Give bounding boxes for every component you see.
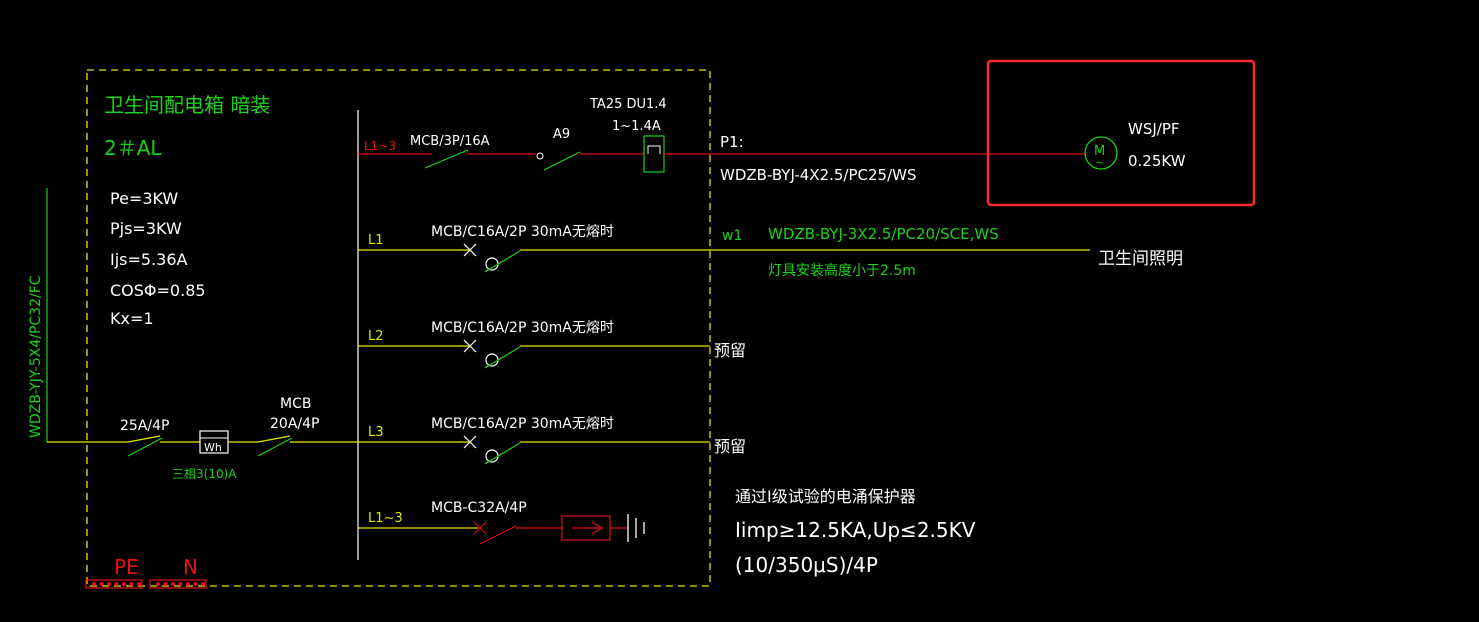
bar-terminal	[114, 582, 119, 586]
surge-protector-arrow	[572, 521, 604, 535]
n-bar-terminals	[156, 582, 205, 586]
p1-phase-label: L1~3	[364, 139, 396, 153]
param-pjs: Pjs=3KW	[110, 219, 182, 238]
bar-terminal	[122, 582, 126, 586]
energy-meter	[199, 430, 229, 454]
circuit-l3: L3 MCB/C16A/2P 30mA无熔时 预留	[358, 416, 746, 465]
w1-load-label: 卫生间照明	[1098, 249, 1183, 269]
spd-phase-label: L1~3	[368, 511, 403, 526]
incoming-line	[47, 435, 358, 443]
w1-breaker-label: MCB/C16A/2P 30mA无熔时	[431, 224, 614, 240]
circuit-w1: L1 MCB/C16A/2P 30mA无熔时 w1 WDZB-BYJ-3X2.5…	[358, 224, 1183, 279]
box-id: 2＃AL	[104, 136, 162, 160]
spd-description-1: 通过Ⅰ级试验的电涌保护器	[735, 487, 916, 506]
bar-terminal	[163, 582, 168, 586]
l3-breaker-label: MCB/C16A/2P 30mA无熔时	[431, 416, 614, 432]
motor-power: 0.25KW	[1128, 152, 1186, 170]
energy-meter-label: Wh	[204, 441, 222, 454]
bar-terminal	[129, 582, 134, 586]
l2-phase-label: L2	[368, 329, 384, 344]
main-breaker-contact	[257, 437, 293, 457]
w1-cable-label: WDZB-BYJ-3X2.5/PC20/SCE,WS	[768, 225, 999, 243]
p1-contactor-contact	[536, 152, 544, 160]
p1-relay-model: TA25 DU1.4	[589, 97, 667, 112]
w1-breaker-cross	[463, 243, 477, 257]
n-label: N	[183, 555, 198, 579]
param-pe: Pe=3KW	[110, 189, 178, 208]
bar-terminal	[99, 582, 104, 586]
n-bar	[149, 579, 207, 589]
bar-terminal	[107, 582, 111, 586]
l3-phase-label: L3	[368, 425, 384, 440]
motor-name: WSJ/PF	[1128, 120, 1180, 138]
bar-terminal	[178, 582, 183, 586]
spd-description-2: Iimp≥12.5KA,Up≤2.5KV	[735, 518, 976, 542]
l2-breaker-cross	[463, 339, 477, 353]
circuit-spd: L1~3 MCB-C32A/4P 通过Ⅰ级试验的电涌保护器 Iimp≥12.5K…	[358, 487, 976, 577]
spd-description-3: (10/350μS)/4P	[735, 553, 878, 577]
incoming-breaker-label: 25A/4P	[120, 418, 169, 434]
w1-phase-label: L1	[368, 233, 384, 248]
motor-letter: M	[1094, 144, 1105, 159]
motor-symbol	[1084, 136, 1118, 170]
l2-breaker-label: MCB/C16A/2P 30mA无熔时	[431, 320, 614, 336]
w1-note: 灯具安装高度小于2.5m	[768, 262, 916, 279]
highlight-box	[986, 59, 1256, 207]
p1-relay-range: 1~1.4A	[612, 119, 661, 134]
main-breaker-rating: 20A/4P	[270, 416, 319, 432]
incoming-cable-label: WDZB-YJY-5X4/PC32/FC	[28, 275, 44, 438]
box-title: 卫生间配电箱 暗装	[104, 93, 270, 117]
p1-cable-label: WDZB-BYJ-4X2.5/PC25/WS	[720, 166, 917, 184]
l3-load-label: 预留	[714, 437, 746, 456]
motor-ac-sign: ~	[1095, 156, 1104, 169]
bar-terminal	[186, 582, 190, 586]
p1-circuit-name: P1:	[720, 133, 744, 151]
incoming-breaker-contact	[127, 437, 163, 457]
distribution-box-frame	[86, 69, 711, 587]
bar-terminal	[92, 582, 96, 586]
l3-breaker-cross	[463, 435, 477, 449]
pe-bar	[85, 579, 143, 589]
circuit-l2: L2 MCB/C16A/2P 30mA无熔时 预留	[358, 320, 746, 369]
spd-breaker-label: MCB-C32A/4P	[431, 500, 527, 516]
param-kx: Kx=1	[110, 309, 154, 328]
p1-thermal-relay	[643, 135, 665, 173]
energy-meter-spec: 三相3(10)A	[172, 467, 237, 481]
p1-breaker-label: MCB/3P/16A	[410, 134, 490, 149]
bar-terminal	[201, 582, 205, 586]
l2-load-label: 预留	[714, 341, 746, 360]
bar-terminal	[137, 582, 141, 586]
main-breaker-type: MCB	[280, 396, 311, 412]
spd-breaker-cross	[473, 521, 487, 535]
bar-terminal	[171, 582, 175, 586]
pe-label: PE	[114, 555, 139, 579]
w1-circuit-name: w1	[722, 228, 742, 244]
bar-terminal	[193, 582, 198, 586]
ground-icon	[627, 514, 645, 542]
pe-bar-terminals	[92, 582, 141, 586]
param-cos: COSΦ=0.85	[110, 281, 206, 300]
p1-contactor-label: A9	[553, 127, 570, 142]
circuit-p1: L1~3 MCB/3P/16A A9 TA25 DU1.4 1~1.4A P1:…	[358, 97, 1085, 184]
p1-breaker-contact	[424, 149, 469, 169]
bar-terminal	[156, 582, 160, 586]
param-ijs: Ijs=5.36A	[110, 250, 188, 269]
